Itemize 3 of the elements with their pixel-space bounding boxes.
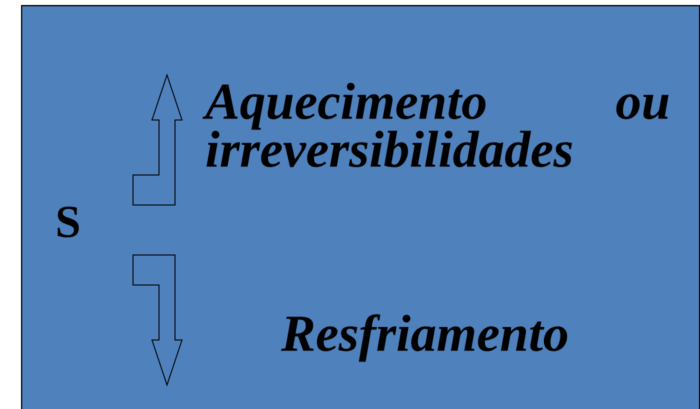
label: Aquecimento ou irreversibilidades [202, 82, 669, 168]
label: Resfriamento [281, 314, 568, 362]
label: S [58, 206, 79, 238]
